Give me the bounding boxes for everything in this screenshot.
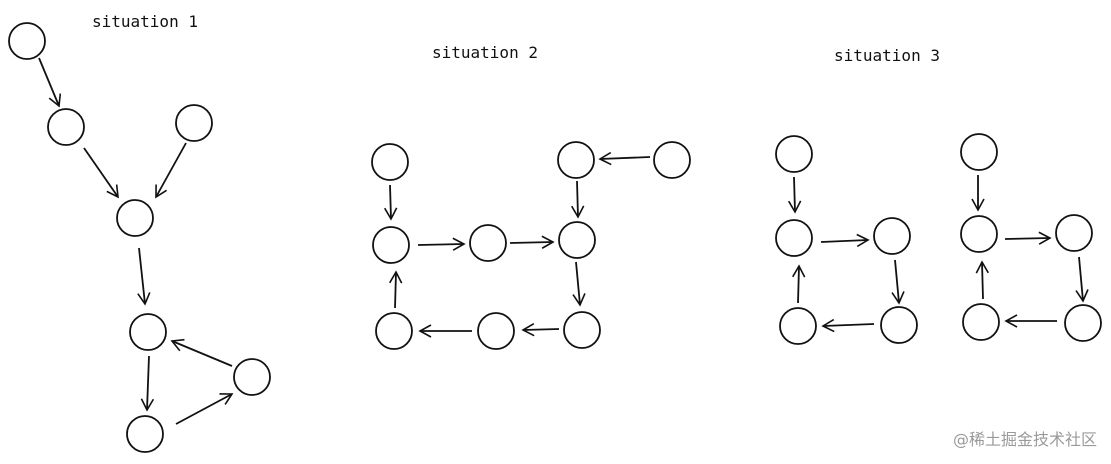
s3a-edge-bottom-right-to-bottom-left bbox=[821, 318, 875, 333]
s1-node-side bbox=[233, 358, 271, 396]
s2-edge-bottom-left-to-left bbox=[389, 270, 403, 309]
s3b-node-top bbox=[960, 133, 998, 171]
s1-node-left-mid bbox=[47, 108, 85, 146]
s2-node-mid bbox=[469, 224, 507, 262]
s2-node-top-left bbox=[371, 143, 409, 181]
s3b-node-bottom-left bbox=[962, 303, 1000, 341]
s2-edge-left-to-mid bbox=[417, 237, 466, 251]
s1-node-top bbox=[8, 22, 46, 60]
s1-edge-junction-to-bottom bbox=[140, 355, 155, 412]
situation-3-label: situation 3 bbox=[834, 46, 940, 65]
s3b-edge-bottom-left-to-left bbox=[975, 260, 989, 300]
situation-1-label: situation 1 bbox=[92, 12, 198, 31]
s3a-node-bottom-right bbox=[880, 306, 918, 344]
s2-node-right bbox=[558, 221, 596, 259]
s3a-edge-top-to-left bbox=[787, 176, 802, 214]
s3a-edge-bottom-left-to-left bbox=[792, 264, 806, 304]
s1-edge-center-to-junction bbox=[137, 247, 151, 306]
s1-node-bottom bbox=[126, 415, 164, 453]
s1-edge-side-to-junction bbox=[170, 338, 233, 367]
s3a-node-bottom-left bbox=[779, 307, 817, 345]
s3a-edge-right-to-bottom-right bbox=[891, 259, 905, 305]
s3b-node-bottom-right bbox=[1064, 304, 1102, 342]
s2-edge-mid-to-right bbox=[509, 235, 555, 249]
s1-node-center bbox=[116, 199, 154, 237]
s1-edge-top-to-left-mid bbox=[38, 57, 62, 108]
s2-edge-top-left-to-left bbox=[383, 184, 398, 221]
s2-node-bottom-mid bbox=[477, 312, 515, 350]
s1-node-junction bbox=[129, 313, 167, 351]
situation-2-graph bbox=[371, 141, 691, 350]
s1-edge-left-mid-to-center bbox=[83, 147, 119, 199]
situation-3-graph-left bbox=[775, 135, 918, 345]
s3b-node-left bbox=[960, 215, 998, 253]
s3b-edge-right-to-bottom-right bbox=[1075, 256, 1089, 303]
s2-edge-top-right-to-right bbox=[571, 180, 585, 219]
s2-node-far-right bbox=[653, 141, 691, 179]
s2-edge-far-right-to-top-right bbox=[598, 151, 651, 166]
s3a-node-right bbox=[873, 217, 911, 255]
s2-node-left bbox=[372, 226, 410, 264]
watermark: @稀土掘金技术社区 bbox=[952, 430, 1097, 449]
s2-node-bottom-right bbox=[563, 311, 601, 349]
situation-2-label: situation 2 bbox=[432, 43, 538, 62]
s1-edge-bottom-to-side bbox=[175, 393, 234, 425]
s3b-edge-left-to-right bbox=[1004, 231, 1052, 245]
s2-edge-bottom-right-to-bottom-mid bbox=[521, 323, 560, 337]
s2-edge-right-to-bottom-right bbox=[572, 261, 586, 307]
s2-node-top-right bbox=[557, 141, 595, 179]
s2-node-bottom-left bbox=[375, 312, 413, 350]
situation-1-graph bbox=[8, 22, 271, 453]
situation-3-graph-right bbox=[960, 133, 1102, 342]
s1-edge-right-top-to-center bbox=[155, 142, 187, 199]
s3b-node-right bbox=[1055, 214, 1093, 252]
s3a-edge-left-to-right bbox=[820, 233, 870, 248]
s1-node-right-top bbox=[175, 104, 213, 142]
s3a-node-top bbox=[775, 135, 813, 173]
s3a-node-left bbox=[775, 219, 813, 257]
